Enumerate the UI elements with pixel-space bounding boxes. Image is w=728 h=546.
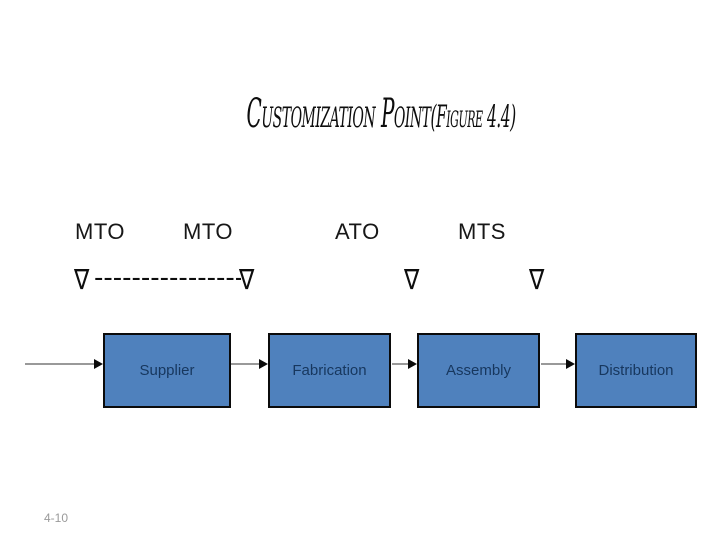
connector-arrow-head-icon [566, 359, 575, 369]
process-box-fabrication: Fabrication [268, 333, 391, 408]
label-mto-1: MTO [75, 219, 125, 244]
connector-arrow-line [392, 363, 409, 365]
title-main: Customization Point [246, 91, 431, 137]
connector-arrow-line [541, 363, 567, 365]
nabla-marker-icon: ∇ [74, 263, 90, 296]
label-mts: MTS [458, 219, 506, 244]
connector-arrow-head-icon [408, 359, 417, 369]
connector-arrow-head-icon [259, 359, 268, 369]
slide-title: Customization Point(Figure 4.4) [0, 94, 728, 134]
process-box-supplier: Supplier [103, 333, 231, 408]
nabla-marker-icon: ∇ [239, 263, 255, 296]
process-box-label: Assembly [445, 362, 512, 379]
process-box-label: Supplier [139, 362, 195, 379]
entry-arrow-line [25, 363, 95, 365]
nabla-marker-icon: ∇ [404, 263, 420, 296]
process-box-label: Fabrication [292, 362, 367, 379]
process-box-label: Distribution [598, 362, 674, 379]
process-box-distribution: Distribution [575, 333, 697, 408]
label-ato: ATO [335, 219, 380, 244]
page-number: 4-10 [44, 511, 69, 525]
process-box-assembly: Assembly [417, 333, 540, 408]
label-mto-2: MTO [183, 219, 233, 244]
nabla-marker-icon: ∇ [529, 263, 545, 296]
connector-arrow-line [231, 363, 259, 365]
entry-arrow-head-icon [94, 359, 103, 369]
dashed-range-line: ------------------ [94, 263, 241, 293]
slide-title-text: Customization Point(Figure 4.4) [246, 91, 516, 137]
title-suffix: (Figure 4.4) [430, 99, 516, 135]
